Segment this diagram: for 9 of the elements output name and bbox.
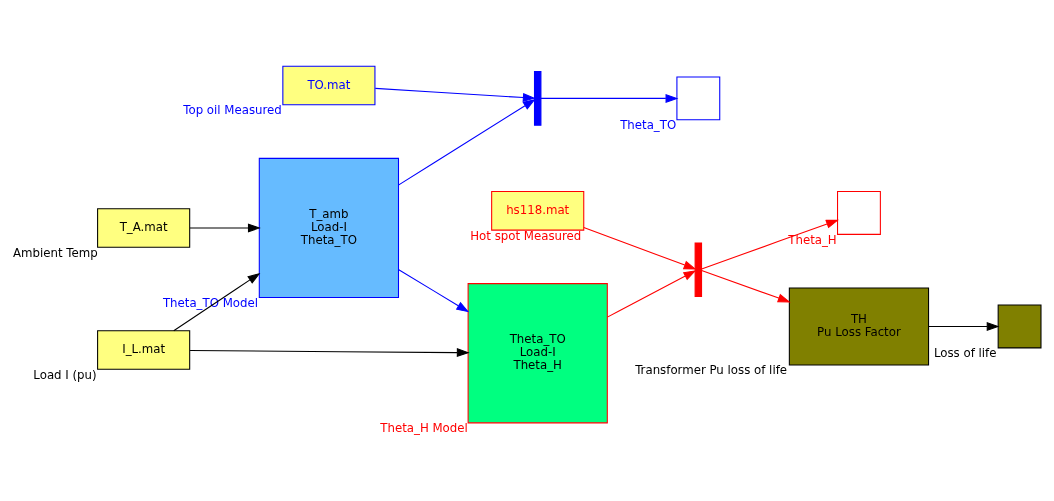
- node-label: Transformer Pu loss of life: [635, 362, 788, 377]
- node-label: Top oil Measured: [183, 102, 282, 117]
- node-label: Theta_TO: [620, 117, 677, 132]
- node-label: Load I (pu): [33, 367, 97, 382]
- node-label: Loss of life: [933, 345, 997, 360]
- node-label: Hot spot Measured: [470, 228, 582, 243]
- node-label: Theta_H: [788, 232, 837, 247]
- node-label: Theta_H Model: [380, 420, 468, 435]
- node-label: Ambient Temp: [13, 245, 98, 260]
